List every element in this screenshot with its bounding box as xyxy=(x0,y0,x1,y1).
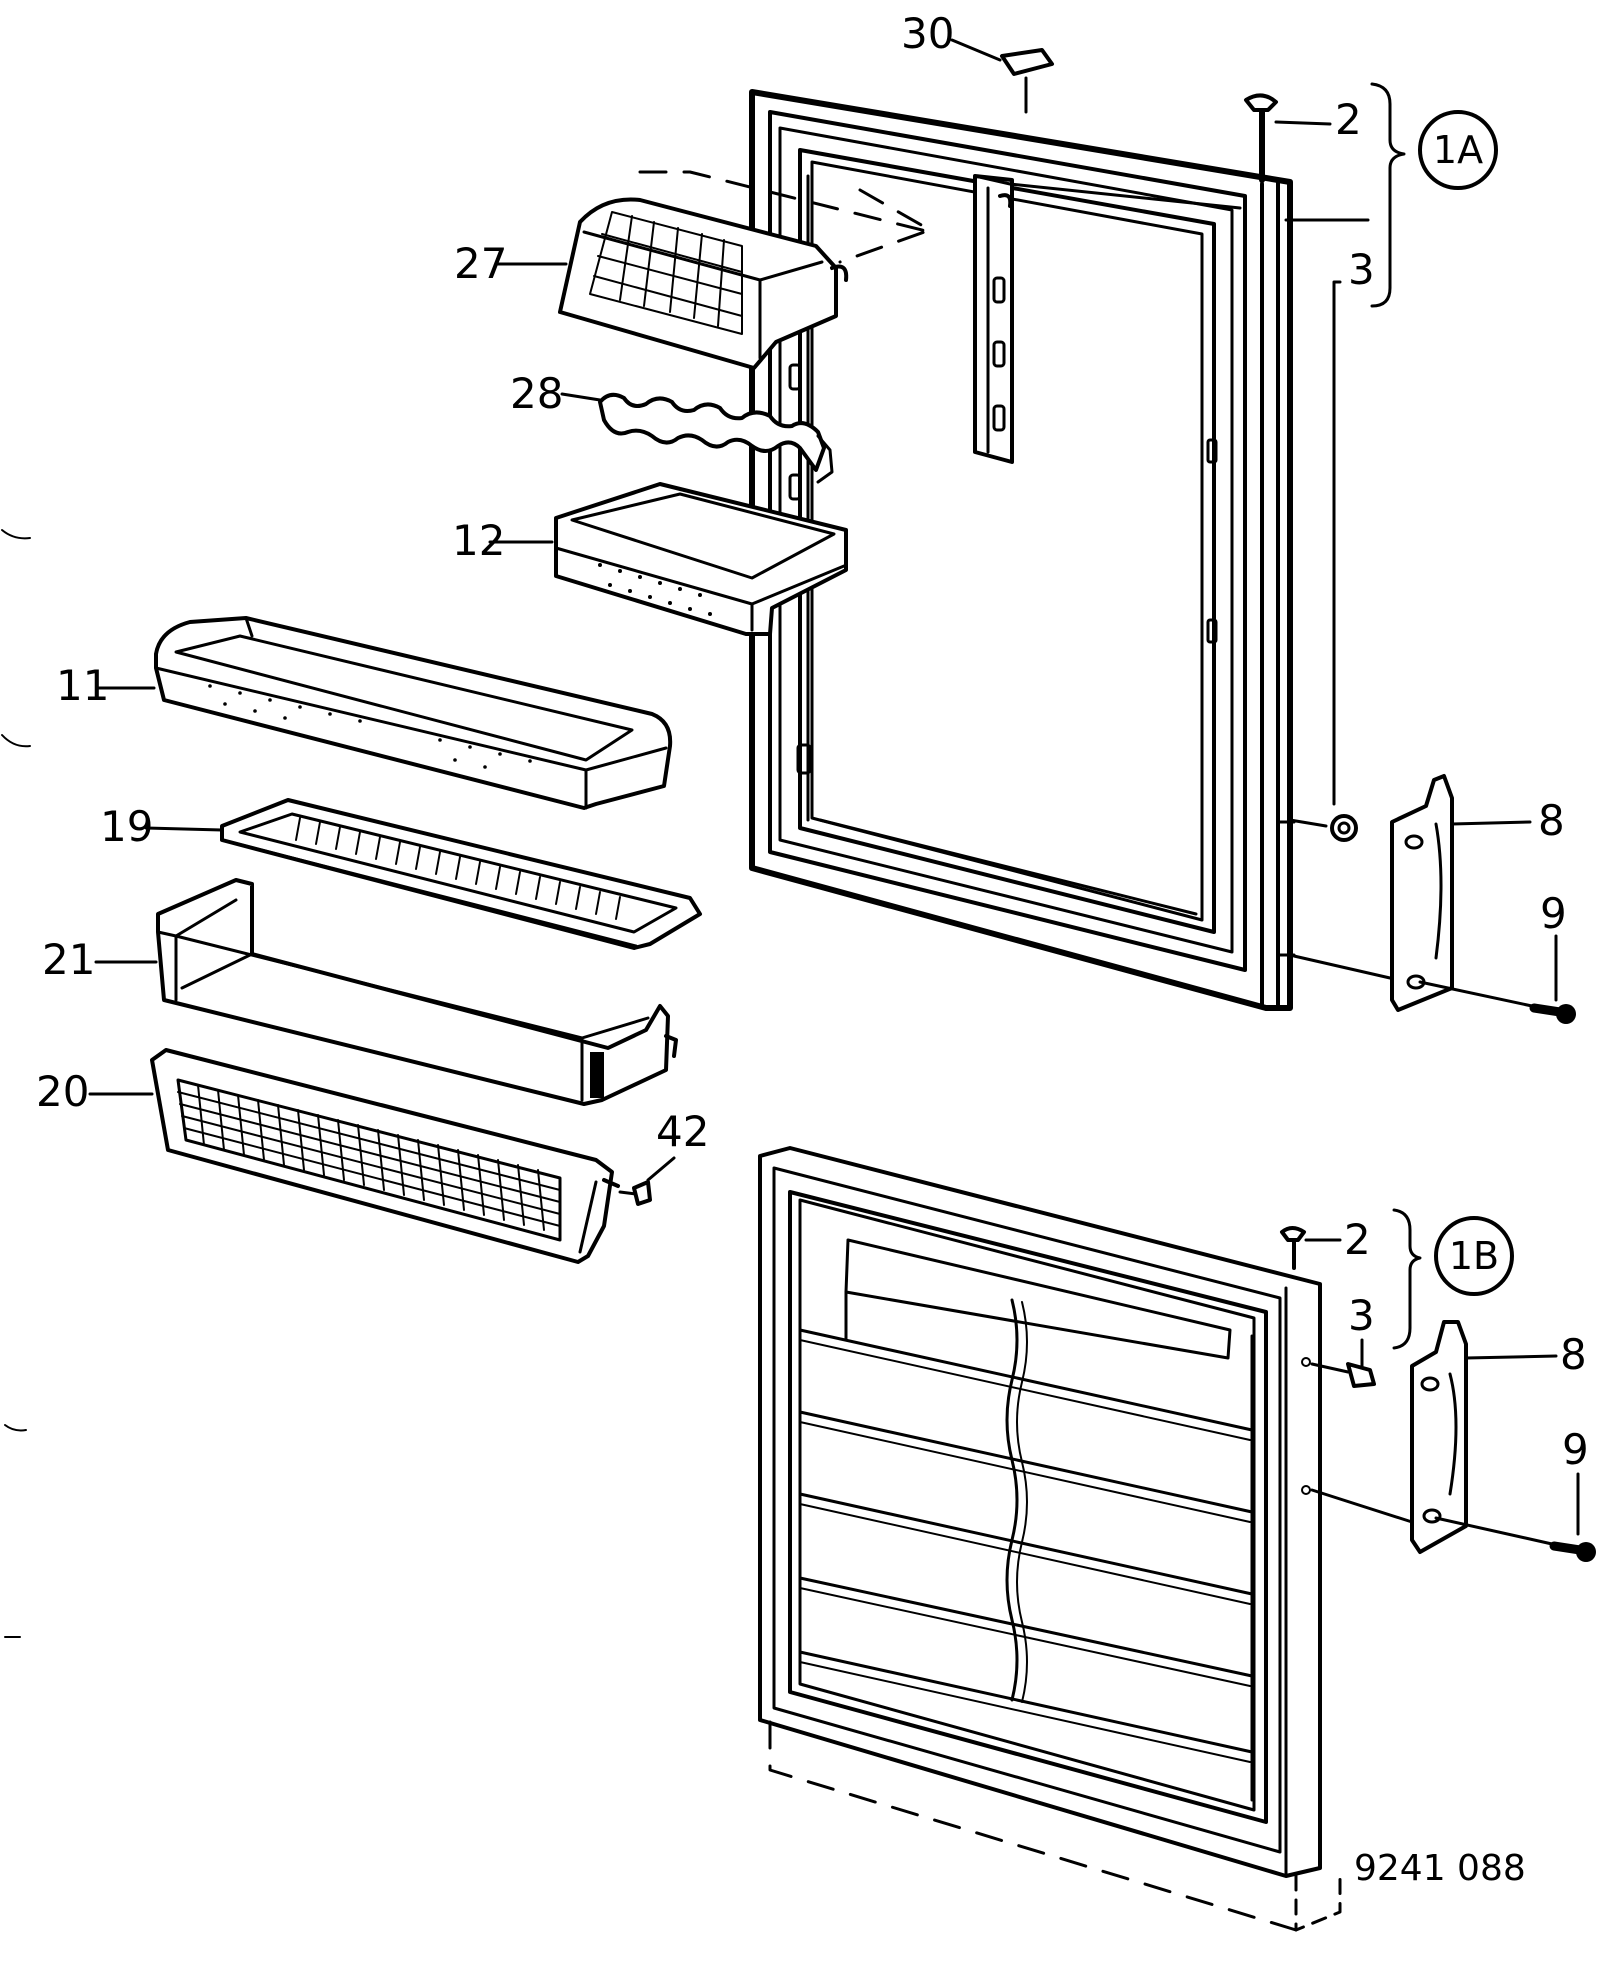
freezer-door-lower xyxy=(758,1146,1342,1932)
callout-21: 21 xyxy=(42,935,95,984)
callout-9-lower: 9 xyxy=(1562,1425,1589,1474)
callout-20: 20 xyxy=(36,1067,89,1116)
callout-11: 11 xyxy=(56,661,109,710)
callout-19: 19 xyxy=(100,802,153,851)
part-3-lower-bushing: 3 xyxy=(1310,1291,1376,1388)
part-30-door-stop: 30 xyxy=(901,9,1054,114)
part-9-lower-pin: 9 xyxy=(1434,1425,1596,1562)
callout-42: 42 xyxy=(656,1107,709,1156)
callout-30: 30 xyxy=(901,9,954,58)
part-2-lower-screw: 2 xyxy=(1280,1215,1371,1270)
callout-27: 27 xyxy=(454,239,507,288)
assembly-1a-label: 1A xyxy=(1433,128,1483,172)
part-42-clip: 42 xyxy=(618,1107,709,1206)
part-21-bottle-shelf: 21 xyxy=(42,878,678,1106)
drawing-reference-number: 9241 088 xyxy=(1354,1848,1526,1889)
part-8-upper-hinge: 8 xyxy=(1292,774,1565,1012)
part-20-front-panel: 20 xyxy=(36,1048,620,1264)
assembly-1a-group: 1A xyxy=(1370,82,1498,308)
fridge-door-upper xyxy=(749,89,1296,1011)
callout-8-lower: 8 xyxy=(1560,1330,1587,1379)
assembly-1b-group: 1B xyxy=(1392,1208,1514,1350)
callout-3-lower: 3 xyxy=(1348,1291,1375,1340)
part-12-door-tray: 12 xyxy=(452,482,848,636)
callout-9-upper: 9 xyxy=(1540,889,1567,938)
part-9-upper-pin: 9 xyxy=(1418,889,1576,1024)
callout-12: 12 xyxy=(452,516,505,565)
margin-marks xyxy=(1,529,31,1638)
part-28-egg-rack: 28 xyxy=(510,369,834,484)
part-8-lower-hinge: 8 xyxy=(1310,1320,1587,1554)
assembly-1b-label: 1B xyxy=(1449,1234,1499,1278)
callout-3-upper: 3 xyxy=(1348,245,1375,294)
callout-2-lower: 2 xyxy=(1344,1215,1371,1264)
callout-2-upper: 2 xyxy=(1335,95,1362,144)
part-19-shelf-grille: 19 xyxy=(100,798,702,950)
part-11-door-shelf: 11 xyxy=(56,616,673,810)
part-2-upper-screw: 2 xyxy=(1244,93,1362,183)
callout-28: 28 xyxy=(510,369,563,418)
callout-8-upper: 8 xyxy=(1538,796,1565,845)
part-3-upper-bushing: 3 xyxy=(1284,218,1375,842)
part-27-shelf-lid: 27 xyxy=(454,170,932,370)
